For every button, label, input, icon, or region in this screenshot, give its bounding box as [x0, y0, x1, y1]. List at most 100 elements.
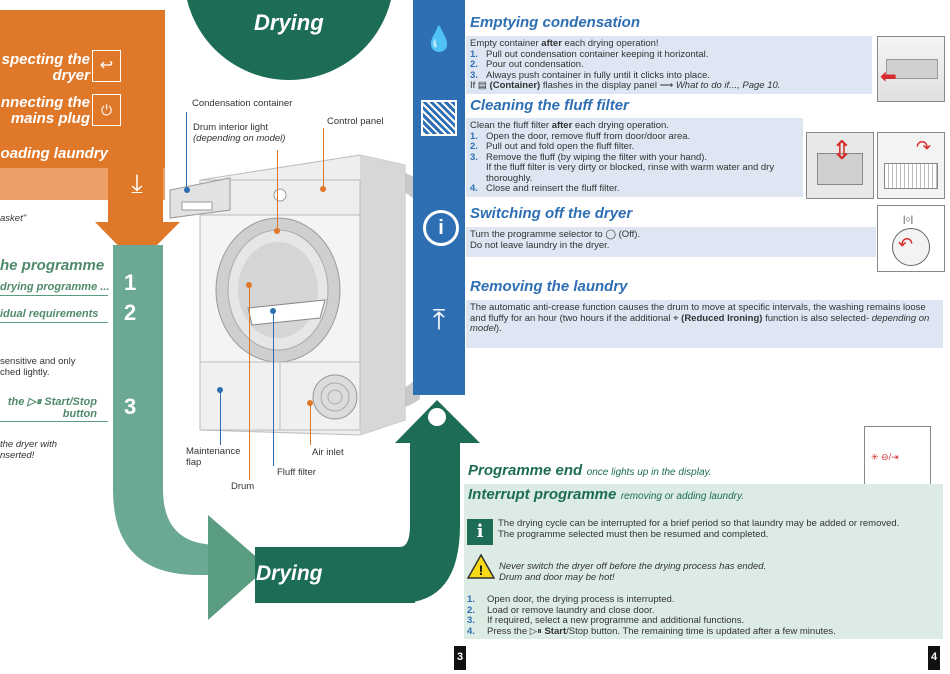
switching-title: Switching off the dryer: [470, 205, 633, 222]
container-pull-illustration: ⬅: [877, 36, 945, 102]
line-fluff-filter: [273, 311, 274, 466]
switching-line-1: Turn the programme selector to ◯ (Off).: [470, 229, 641, 240]
fluff-filter-illustration-1: ⇕: [806, 132, 874, 199]
info-icon: i: [467, 519, 493, 545]
interrupt-step-1: 1.Open door, the drying process is inter…: [467, 594, 675, 605]
drying-title-top: Drying: [254, 10, 324, 35]
step-number-3: 3: [124, 394, 137, 419]
programme-end-subtitle: once lights up in the display.: [586, 467, 712, 478]
interrupt-warning: Never switch the dryer off before the dr…: [499, 561, 767, 583]
label-condensation-container: Condensation container: [192, 98, 293, 109]
programme-step-2: idual requirements: [0, 308, 99, 320]
step-inspecting-line2: dryer: [52, 67, 90, 84]
start-stop-rule: [0, 421, 108, 422]
blue-band: [413, 0, 465, 395]
dryer-check-icon: ↩: [92, 50, 121, 82]
emptying-box: Empty container after each drying operat…: [466, 36, 872, 94]
interrupt-box: [464, 484, 943, 639]
dryer-illustration: [169, 154, 420, 436]
interrupt-step-2: 2.Load or remove laundry and close door.: [467, 604, 655, 616]
line-maintenance: [220, 390, 221, 445]
info-circle-icon: i: [423, 210, 459, 246]
switching-box: Turn the programme selector to ◯ (Off). …: [466, 227, 876, 257]
upload-icon: ⤒: [432, 304, 446, 335]
programme-selector-illustration: |○| ↶: [877, 205, 945, 272]
label-drum: Drum: [231, 481, 255, 492]
dot-control-panel: [320, 186, 326, 192]
droplets-icon: 💧: [424, 26, 454, 53]
dryer-with-text: the dryer with nserted!: [0, 439, 58, 461]
fluff-step-1: 1.Open the door, remove fluff from door/…: [470, 130, 691, 142]
line-control-panel: [323, 128, 324, 188]
step-loading: oading laundry: [0, 145, 108, 162]
drying-title-bottom: Drying: [256, 562, 323, 585]
removing-box: The automatic anti-crease function cause…: [466, 300, 943, 348]
filter-grid-icon: [421, 100, 457, 136]
dryer-with-line-2: nserted!: [0, 449, 35, 461]
white-circle-marker: [428, 408, 446, 426]
line-air-inlet: [310, 403, 311, 445]
interrupt-warning-1: Never switch the dryer off before the dr…: [499, 561, 767, 572]
basket-text: asket": [0, 213, 27, 224]
step-inspecting: specting the dryer: [0, 52, 90, 84]
start-stop-text: the ▷⏸ Start/Stop button: [0, 396, 97, 420]
switching-line-2: Do not leave laundry in the dryer.: [470, 239, 610, 251]
label-maintenance-1: Maintenance: [186, 446, 241, 457]
programme-end-heading: Programme end once lights up in the disp…: [468, 462, 712, 480]
fluff-step-4: 4.Close and reinsert the fluff filter.: [470, 183, 620, 194]
label-air-inlet: Air inlet: [312, 447, 344, 458]
reduced-ironing-icon: ⌖: [673, 312, 679, 324]
fluff-box: Clean the fluff filter after each drying…: [466, 118, 803, 197]
step-number-2: 2: [124, 300, 137, 325]
emptying-intro: Empty container after each drying operat…: [470, 38, 659, 49]
emptying-step-1: 1.Pull out condensation container keepin…: [470, 48, 709, 60]
label-drum-light-2: (depending on model): [193, 133, 286, 144]
interrupt-step-4: 4.Press the ▷⏸ Start/Stop button. The re…: [467, 625, 836, 637]
display-symbol: ✳ ⊖/⇥: [871, 452, 899, 462]
fluff-step-3: 3.Remove the fluff (by wiping the filter…: [470, 151, 775, 184]
start-stop-line-1: the ▷⏸ Start/Stop: [7, 396, 97, 408]
programme-title: he programme: [0, 257, 105, 274]
programme-step-1-rule: [0, 295, 108, 296]
dot-drum-light: [274, 228, 280, 234]
dot-condensation: [184, 187, 190, 193]
label-drum-light: Drum interior light (depending on model): [193, 122, 285, 144]
warning-icon: !: [467, 554, 495, 579]
download-icon: ⤓: [131, 168, 143, 198]
interrupt-steps: 1.Open door, the drying process is inter…: [467, 594, 937, 637]
removing-title: Removing the laundry: [470, 278, 628, 295]
sensitive-line-1: sensitive and only: [0, 356, 76, 367]
step-connecting-line1: nnecting the: [0, 94, 90, 111]
label-fluff-filter: Fluff filter: [277, 467, 316, 478]
display-symbol-box: ✳ ⊖/⇥: [864, 426, 931, 485]
drying-band-bottom: [255, 547, 415, 603]
line-drum-light: [277, 150, 278, 230]
fluff-filter-illustration-2: ↷: [877, 132, 945, 199]
label-maintenance-2: flap: [186, 457, 202, 468]
interrupt-warning-2: Drum and door may be hot!: [499, 571, 615, 583]
emptying-step-2: 2.Pour out condensation.: [470, 59, 584, 70]
line-condensation: [186, 112, 187, 188]
label-control-panel: Control panel: [327, 116, 384, 127]
interrupt-info-2: The programme selected must then be resu…: [498, 528, 769, 540]
svg-text:!: !: [479, 562, 484, 578]
interrupt-title: Interrupt programme: [468, 486, 617, 503]
fluff-title: Cleaning the fluff filter: [470, 97, 629, 114]
step-inspecting-line1: specting the: [1, 51, 90, 68]
sensitive-text: sensitive and only ched lightly.: [0, 356, 76, 378]
emptying-note: If ▤ (Container) flashes in the display …: [470, 80, 781, 91]
emptying-step-3: 3.Always push container in fully until i…: [470, 69, 710, 81]
interrupt-info: The drying cycle can be interrupted for …: [498, 518, 938, 540]
interrupt-heading: Interrupt programme removing or adding l…: [468, 486, 744, 504]
fluff-step-2: 2.Pull out and fold open the fluff filte…: [470, 141, 635, 152]
plug-icon: ⏻: [92, 94, 121, 126]
programme-step-2-rule: [0, 322, 108, 323]
programme-step-1: drying programme ...: [0, 281, 110, 293]
green-arrow-band: [113, 245, 268, 620]
step-connecting: nnecting the mains plug: [0, 95, 90, 127]
start-stop-line-2: button: [62, 408, 97, 420]
label-drum-light-1: Drum interior light: [193, 122, 268, 133]
container-icon: ▤: [477, 80, 487, 91]
dryer-with-line-1: the dryer with: [0, 439, 58, 450]
sensitive-line-2: ched lightly.: [0, 366, 50, 378]
